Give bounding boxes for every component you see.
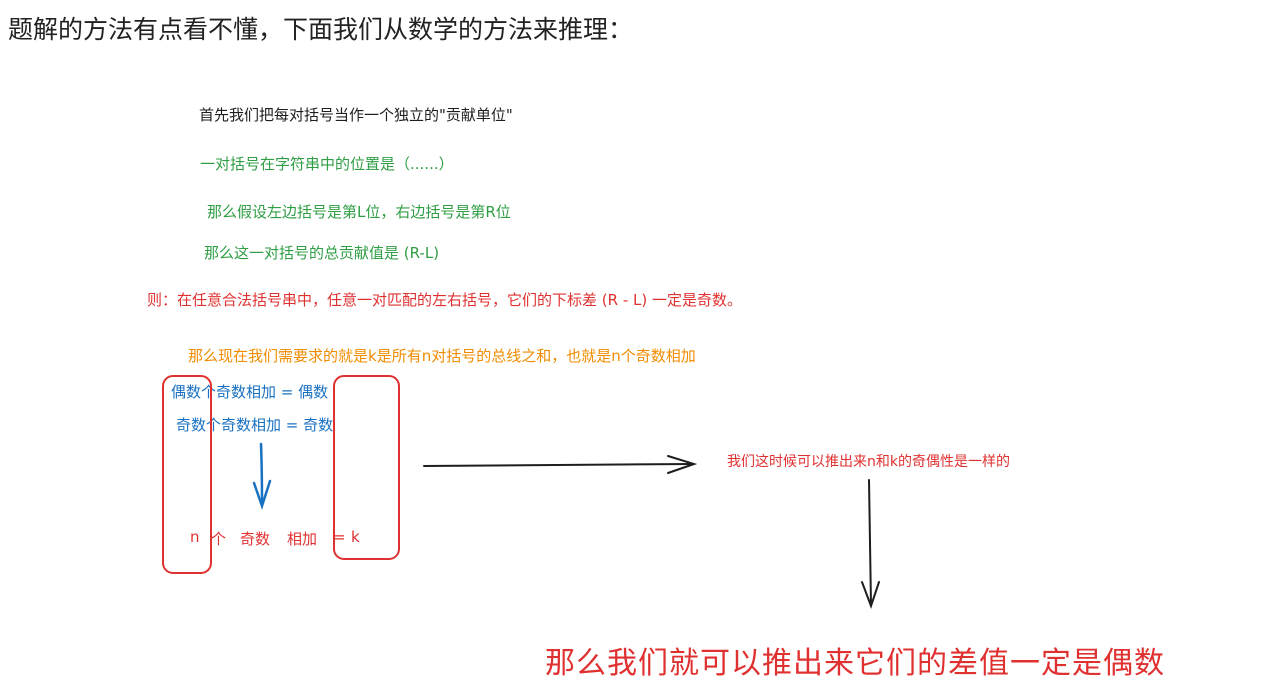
odd-equation-middle: 个奇数相加 = bbox=[206, 416, 299, 434]
even-result: 偶数 bbox=[298, 383, 329, 401]
bracket-position-text: 一对括号在字符串中的位置是（......） bbox=[200, 155, 454, 173]
odd-count: 奇数 bbox=[176, 416, 207, 434]
odd-equation: 奇数个奇数相加 = 奇数 bbox=[176, 414, 333, 435]
odd-label: 奇数 bbox=[240, 530, 271, 548]
parity-same-note: 我们这时候可以推出来n和k的奇偶性是一样的 bbox=[727, 454, 1010, 470]
contribution-unit-text: 首先我们把每对括号当作一个独立的"贡献单位" bbox=[199, 106, 513, 124]
blue-down-arrow bbox=[252, 442, 272, 510]
count-column-box bbox=[162, 375, 212, 574]
result-column-box bbox=[333, 375, 400, 560]
even-count: 偶数 bbox=[171, 383, 202, 401]
page-heading: 题解的方法有点看不懂，下面我们从数学的方法来推理： bbox=[8, 15, 634, 44]
total-contribution-text: 那么这一对括号的总贡献值是 (R-L) bbox=[204, 244, 440, 262]
even-equation-middle: 个奇数相加 = bbox=[201, 383, 294, 401]
even-equation: 偶数个奇数相加 = 偶数 bbox=[171, 381, 328, 402]
sum-of-odds-text: 那么现在我们需要求的就是k是所有n对括号的总线之和，也就是n个奇数相加 bbox=[188, 347, 696, 365]
final-conclusion: 那么我们就可以推出来它们的差值一定是偶数 bbox=[545, 646, 1165, 681]
add-label: 相加 bbox=[287, 530, 318, 548]
n-label: n bbox=[190, 528, 200, 546]
k-label: k bbox=[351, 528, 360, 546]
down-arrow bbox=[861, 479, 880, 609]
left-right-assumption-text: 那么假设左边括号是第L位，右边括号是第R位 bbox=[207, 203, 511, 221]
odd-result: 奇数 bbox=[303, 416, 334, 434]
equals-label: = bbox=[333, 528, 346, 546]
ge-label: 个 bbox=[211, 530, 227, 548]
odd-difference-rule-text: 则：在任意合法括号串中，任意一对匹配的左右括号，它们的下标差 (R - L) 一… bbox=[147, 291, 742, 309]
right-arrow bbox=[423, 455, 698, 474]
